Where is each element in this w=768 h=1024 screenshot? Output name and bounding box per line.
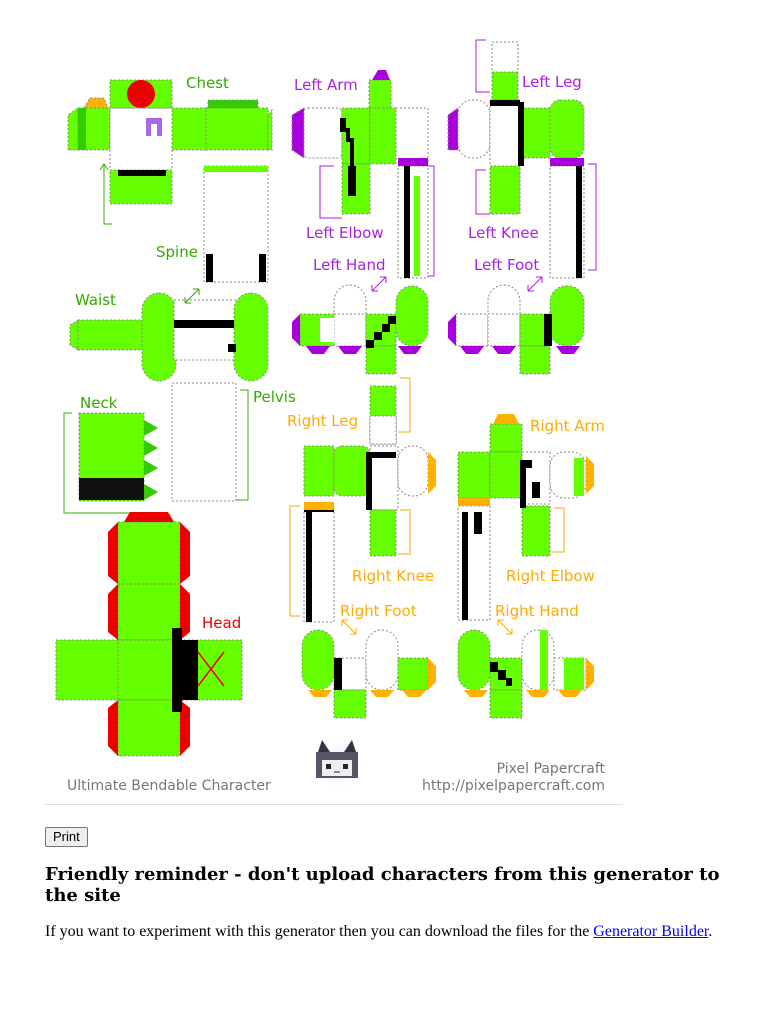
right-knee-label: Right Knee: [352, 567, 434, 585]
right-hand-label: Right Hand: [495, 602, 579, 620]
left-arm-part: [291, 79, 429, 279]
left-leg-label: Left Leg: [522, 73, 582, 91]
waist-part: [69, 292, 269, 382]
chest-purple-emblem: [146, 118, 162, 136]
print-button[interactable]: Print: [45, 827, 88, 847]
brand-name: Pixel Papercraft: [497, 761, 606, 777]
neck-part: [78, 412, 158, 502]
chest-label: Chest: [186, 74, 229, 92]
neck-label: Neck: [80, 394, 118, 412]
right-foot-part: [301, 629, 429, 719]
papercraft-template-sheet: Chest Spine Waist Neck Pelvis: [55, 39, 606, 794]
paragraph-end: .: [708, 923, 713, 940]
divider: [45, 804, 623, 805]
spine-label: Spine: [156, 243, 198, 261]
head-part: [55, 521, 243, 757]
right-foot-label: Right Foot: [340, 602, 417, 620]
pixel-character-face-icon: [309, 739, 365, 791]
builder-paragraph: If you want to experiment with this gene…: [45, 922, 725, 941]
head-label: Head: [202, 614, 241, 632]
right-arm-label: Right Arm: [530, 417, 605, 435]
left-arm-label: Left Arm: [294, 76, 358, 94]
right-elbow-label: Right Elbow: [506, 567, 595, 585]
reminder-heading: Friendly reminder - don't upload charact…: [45, 864, 720, 906]
chest-red-dot: [127, 80, 155, 108]
left-foot-part: [455, 284, 585, 375]
brand-url: http://pixelpapercraft.com: [422, 778, 605, 794]
left-knee-label: Left Knee: [468, 224, 539, 242]
pelvis-label: Pelvis: [253, 388, 296, 406]
spine-part: [203, 165, 269, 283]
waist-label: Waist: [75, 291, 116, 309]
left-foot-label: Left Foot: [474, 256, 539, 274]
pelvis-part: [171, 382, 237, 502]
left-elbow-label: Left Elbow: [306, 224, 384, 242]
right-leg-label: Right Leg: [287, 412, 358, 430]
left-hand-part: [299, 284, 429, 375]
sheet-footer-title: Ultimate Bendable Character: [67, 778, 271, 794]
generator-builder-link[interactable]: Generator Builder: [593, 923, 709, 940]
paragraph-text: If you want to experiment with this gene…: [45, 923, 594, 940]
left-hand-label: Left Hand: [313, 256, 386, 274]
